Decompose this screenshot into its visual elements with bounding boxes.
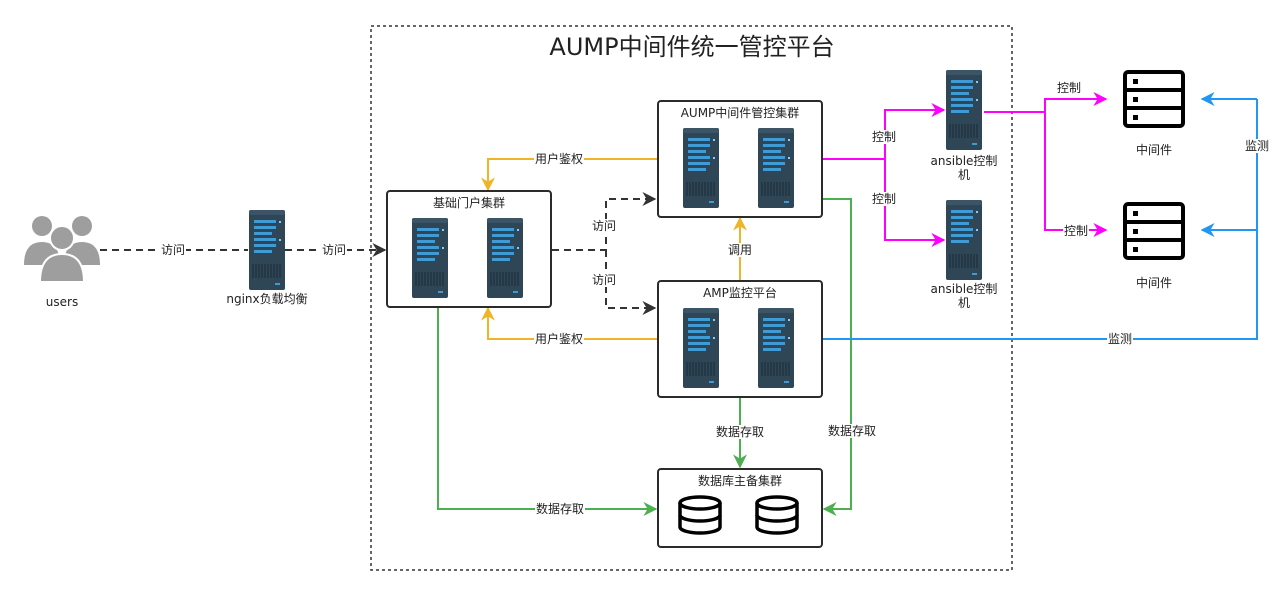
portal-cluster-box[interactable]: 基础门户集群 <box>386 190 552 308</box>
middleware-icon-2 <box>1123 202 1185 260</box>
db-cluster-title: 数据库主备集群 <box>697 474 782 488</box>
nginx-label: nginx负载均衡 <box>226 292 308 306</box>
middleware-label-2: 中间件 <box>1135 276 1172 290</box>
ansible-server-icon-2 <box>945 199 983 281</box>
users-label: users <box>45 295 79 309</box>
amp-cluster-title: AMP监控平台 <box>703 286 777 300</box>
edge-label-control-1: 控制 <box>870 130 898 144</box>
edge-portal-to-amp <box>605 250 657 315</box>
platform-boundary <box>370 25 1013 571</box>
edge-label-access-1: 访问 <box>159 243 187 257</box>
edge-portal-to-aump <box>552 192 657 251</box>
middleware-icon-1 <box>1123 70 1185 128</box>
middleware-label-1: 中间件 <box>1135 143 1172 157</box>
edge-label-data-amp: 数据存取 <box>714 425 766 439</box>
edge-label-control-4: 控制 <box>1062 224 1090 238</box>
edge-label-control-3: 控制 <box>1055 81 1083 95</box>
db-cluster-box[interactable]: 数据库主备集群 <box>657 468 823 548</box>
edge-label-access-4: 访问 <box>590 273 618 287</box>
edge-amp-auth-portal <box>481 306 657 340</box>
ansible-label-1: ansible控制机 <box>930 154 998 182</box>
edge-label-auth-top: 用户鉴权 <box>533 152 585 166</box>
edge-label-monitor-bottom: 监测 <box>1106 332 1134 346</box>
edge-control-ansible-2 <box>884 159 946 247</box>
edge-label-control-2: 控制 <box>870 192 898 206</box>
edge-control-mw-1 <box>1044 92 1108 112</box>
edge-aump-auth-portal <box>481 158 657 192</box>
edge-label-data-portal: 数据存取 <box>534 502 586 516</box>
amp-cluster-box[interactable]: AMP监控平台 <box>657 280 823 398</box>
edge-aump-data-db <box>822 198 852 516</box>
edge-label-auth-bottom: 用户鉴权 <box>533 332 585 346</box>
nginx-server-icon <box>248 209 286 291</box>
edge-label-access-3: 访问 <box>590 219 618 233</box>
aump-cluster-title: AUMP中间件管控集群 <box>680 106 800 120</box>
edge-amp-monitor <box>823 99 1258 340</box>
ansible-label-2: ansible控制机 <box>930 282 998 310</box>
users-icon <box>24 216 100 283</box>
edge-control-mw-2 <box>1044 112 1108 237</box>
ansible-server-icon-1 <box>945 69 983 151</box>
aump-cluster-box[interactable]: AUMP中间件管控集群 <box>657 100 823 218</box>
edge-label-data-aump: 数据存取 <box>826 424 878 438</box>
edge-label-monitor-right: 监测 <box>1243 139 1271 153</box>
platform-title: AUMP中间件统一管控平台 <box>549 33 835 61</box>
monitor-edges <box>823 92 1258 340</box>
portal-cluster-title: 基础门户集群 <box>432 196 505 210</box>
edge-label-invoke: 调用 <box>726 243 754 257</box>
edge-label-access-2: 访问 <box>320 243 348 257</box>
